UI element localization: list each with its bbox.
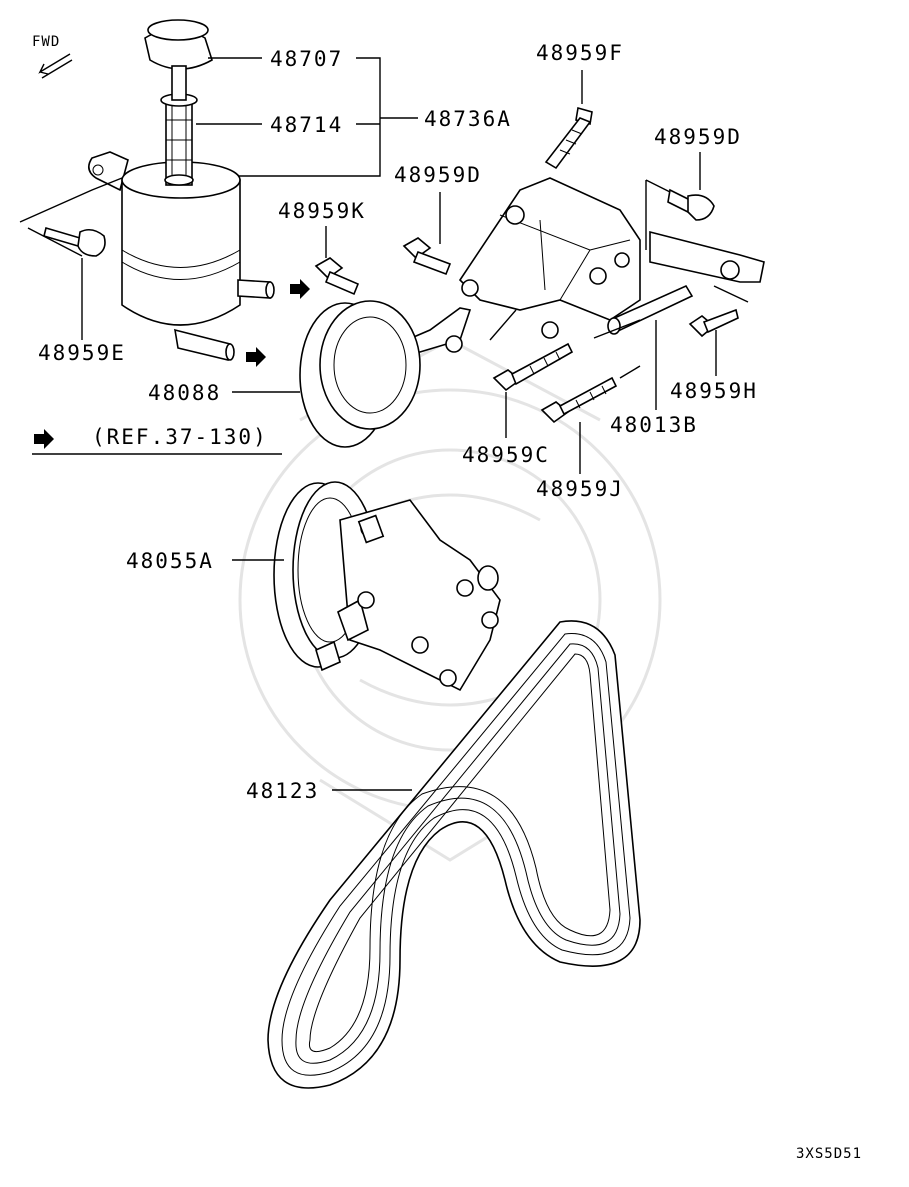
ref-note: (REF.37-130) [92,425,268,449]
label-48013B: 48013B [610,413,698,437]
label-48959F: 48959F [536,41,624,65]
bolt-48959C [492,342,574,392]
label-48736A: 48736A [424,107,512,131]
arrow-icon [290,279,310,299]
bolt-48959D-right [645,179,715,250]
belt-48123 [267,620,641,1089]
label-48055A: 48055A [126,549,214,573]
label-48959E: 48959E [38,341,126,365]
diagram-code: 3XS5D51 [796,1146,862,1162]
label-48959C: 48959C [462,443,550,467]
arrow-icon [246,347,266,367]
pump-48055A [273,481,501,692]
label-48959D-right: 48959D [654,125,742,149]
label-48959K: 48959K [278,199,366,223]
strainer-48714 [160,93,198,186]
ref-arrow-icon [34,429,54,449]
bolt-48959H [688,285,749,338]
bolt-48959J [540,365,641,424]
leader-lines [32,57,717,791]
pulley-48088 [246,300,421,448]
bolt-48959D-left [402,237,452,276]
bolt-48959K [290,257,360,299]
label-48707: 48707 [270,47,343,71]
cap-48707 [144,19,213,101]
label-48959H: 48959H [670,379,758,403]
fwd-indicator: FWD [32,34,73,79]
label-48714: 48714 [270,113,343,137]
fwd-arrow-icon [38,53,73,79]
label-48088: 48088 [148,381,221,405]
bolt-48959F [544,106,593,170]
label-48959D-left: 48959D [394,163,482,187]
reservoir-tank [88,151,275,361]
fwd-label: FWD [32,34,60,50]
label-48123: 48123 [246,779,319,803]
label-48959J: 48959J [536,477,624,501]
bolt-48959E [19,177,123,257]
